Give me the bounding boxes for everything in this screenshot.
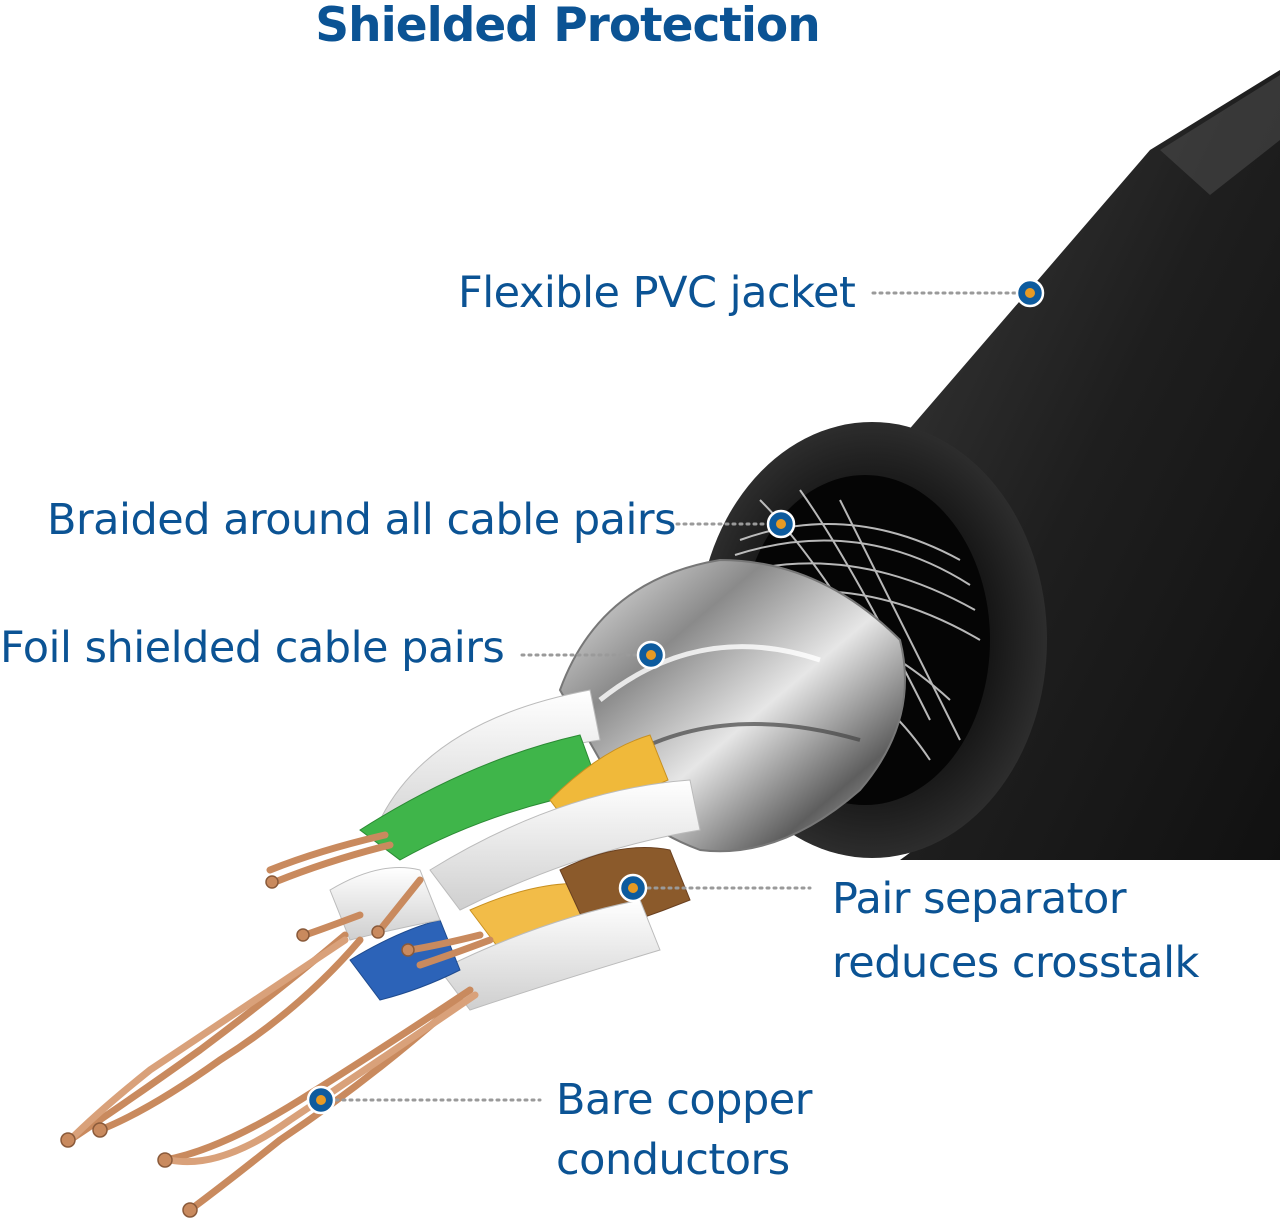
callout-text-line: Foil shielded cable pairs <box>0 623 505 673</box>
green-wire <box>359 734 601 861</box>
callout-markers <box>306 278 1045 1115</box>
copper-conductors <box>66 831 494 1214</box>
callout-leaders <box>334 291 1017 1102</box>
callout-label-foil: Foil shielded cable pairs <box>0 621 505 677</box>
wire-pairs <box>329 689 701 1011</box>
callout-label-separator: Pair separator reduces crosstalk <box>832 867 1199 995</box>
white-wire-2 <box>429 779 701 911</box>
white-wire-3 <box>439 899 661 1011</box>
marker-center-foil <box>646 650 656 660</box>
blue-wire <box>349 919 461 1001</box>
marker-center-braid <box>776 519 786 529</box>
copper-strand-ends <box>60 875 415 1218</box>
callout-label-jacket: Flexible PVC jacket <box>458 266 856 322</box>
callout-text-line: reduces crosstalk <box>832 938 1199 988</box>
callout-text-line: Bare copper <box>556 1075 812 1125</box>
callout-label-copper: Bare copper conductors <box>556 1070 812 1190</box>
callout-text-line: Braided around all cable pairs <box>47 495 677 545</box>
marker-center-jacket <box>1025 288 1035 298</box>
jacket-highlight <box>1160 75 1280 195</box>
callout-text-line: Flexible PVC jacket <box>458 268 856 318</box>
callout-text-line: Pair separator <box>832 874 1127 924</box>
marker-center-separator <box>628 883 638 893</box>
callout-label-braid: Braided around all cable pairs <box>47 493 677 549</box>
page-title: Shielded Protection <box>315 0 820 53</box>
callout-text-line: conductors <box>556 1135 790 1185</box>
marker-center-copper <box>316 1095 326 1105</box>
pvc-jacket <box>900 70 1280 860</box>
